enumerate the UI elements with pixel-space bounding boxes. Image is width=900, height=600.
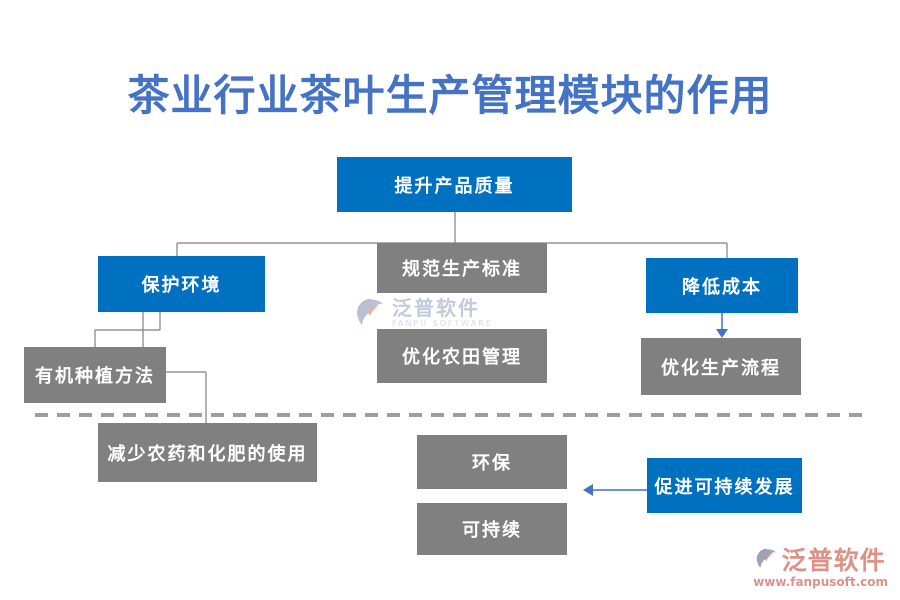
node-standardize: 规范生产标准 <box>377 243 547 293</box>
blue-arrows <box>583 313 728 496</box>
watermark-center: 泛普软件 FANPU SOFTWARE <box>356 298 493 332</box>
node-protect-env: 保护环境 <box>98 256 265 312</box>
arrow-cost-to-process-head <box>716 329 728 338</box>
fanpu-logo-icon <box>756 548 778 573</box>
node-reduce-pesticide: 减少农药和化肥的使用 <box>98 423 317 482</box>
node-promote-sustainable: 促进可持续发展 <box>647 458 802 513</box>
watermark-center-subtitle: FANPU SOFTWARE <box>392 319 493 328</box>
watermark-corner: 泛普软件 www.fanpusoft.com <box>753 548 888 588</box>
node-optimize-process: 优化生产流程 <box>641 338 801 395</box>
node-sustainable: 可持续 <box>417 503 567 555</box>
node-improve-quality: 提升产品质量 <box>337 157 572 212</box>
watermark-corner-name: 泛普软件 <box>781 546 886 575</box>
node-reduce-cost: 降低成本 <box>646 258 798 313</box>
fanpu-logo-icon <box>356 298 386 332</box>
node-optimize-farmland: 优化农田管理 <box>377 329 547 383</box>
node-env-protection: 环保 <box>417 435 567 489</box>
watermark-corner-url: www.fanpusoft.com <box>753 575 888 589</box>
page-title: 茶业行业茶叶生产管理模块的作用 <box>127 71 773 120</box>
watermark-center-name: 泛普软件 <box>392 296 480 320</box>
node-organic-methods: 有机种植方法 <box>24 347 166 403</box>
arrow-sustain-head <box>583 484 593 496</box>
